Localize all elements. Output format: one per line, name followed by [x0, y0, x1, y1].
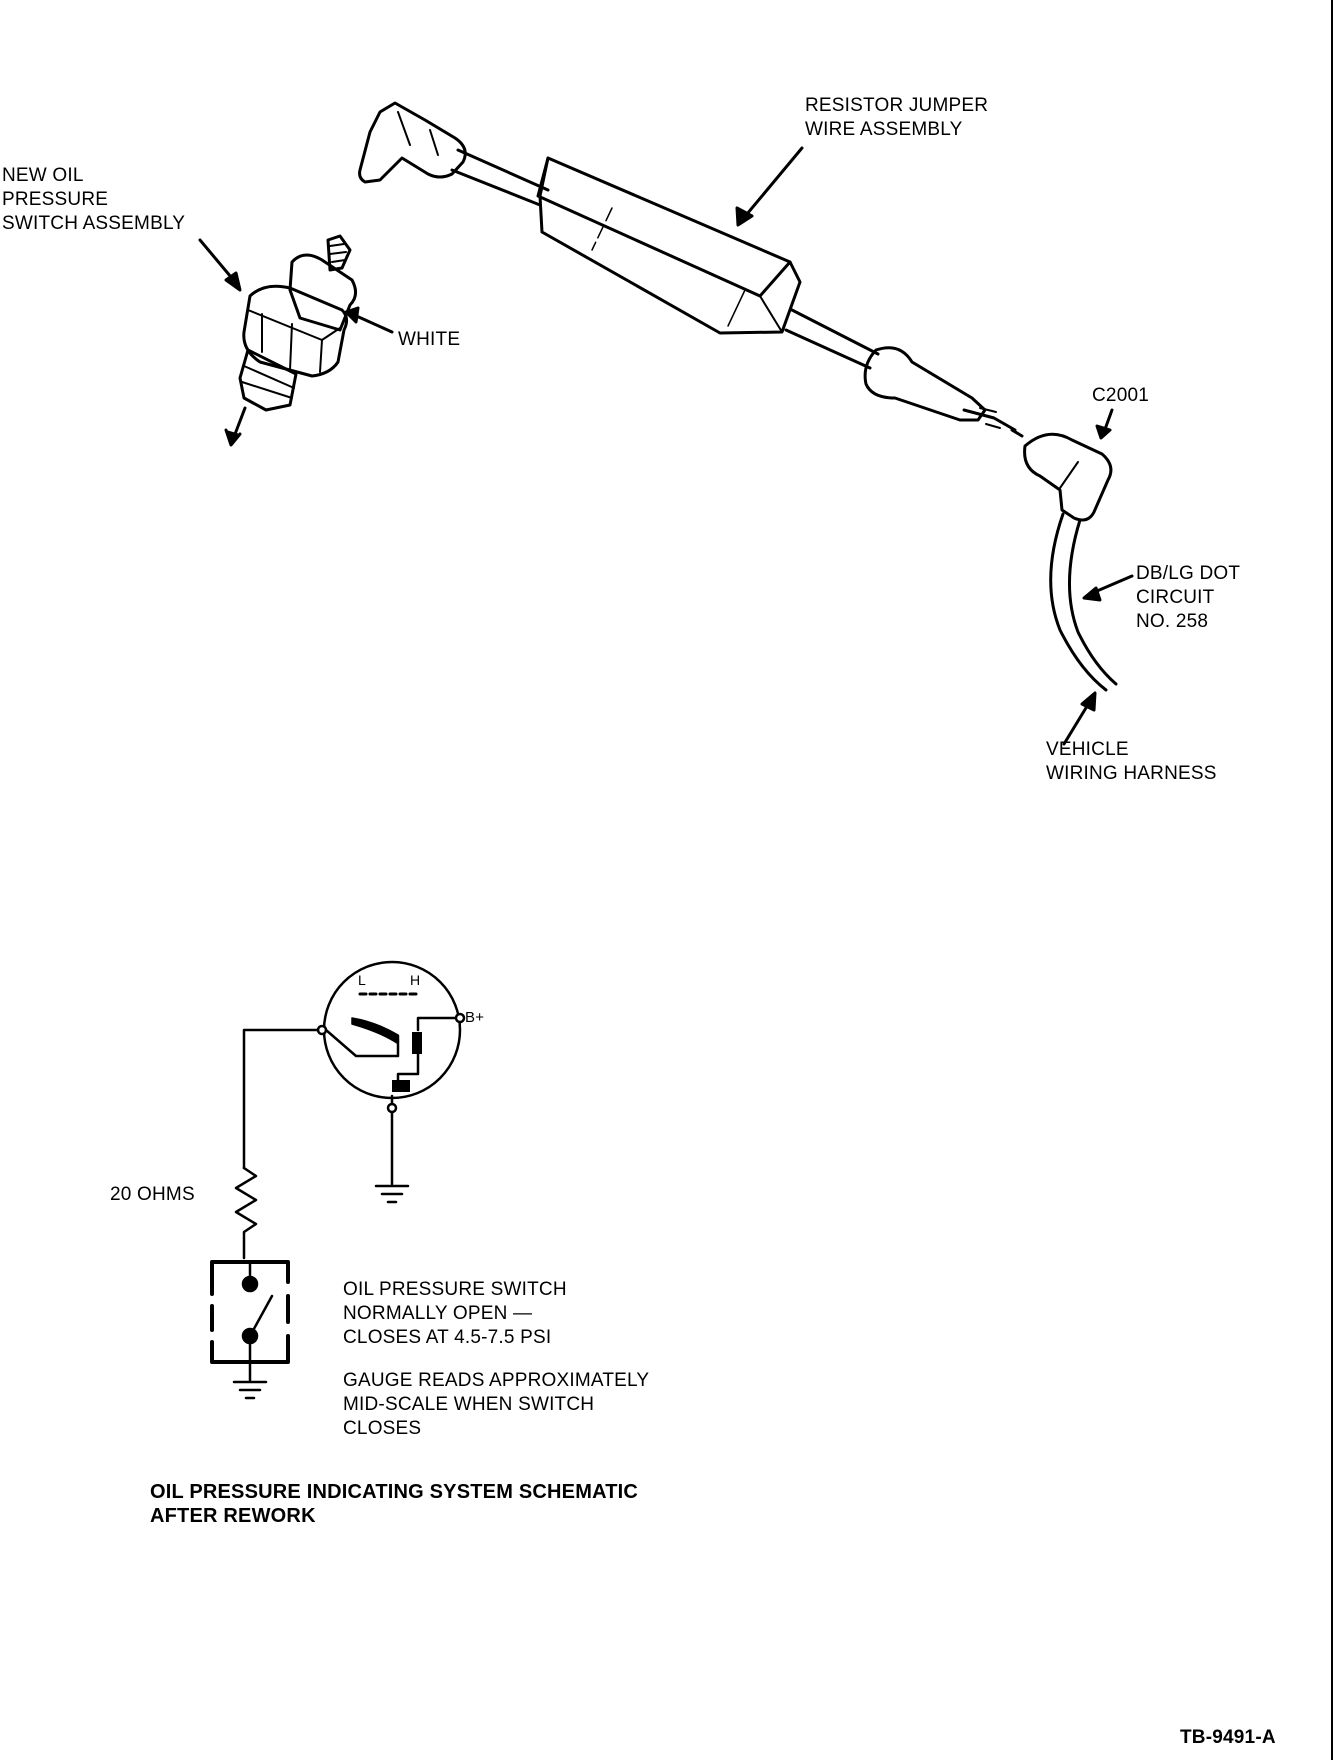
label-line: AFTER REWORK [150, 1505, 316, 1527]
resistor-icon [234, 1166, 258, 1260]
label-harness: VEHICLE WIRING HARNESS [1046, 738, 1217, 786]
label-white: WHITE [398, 328, 460, 352]
left-boot [358, 101, 467, 184]
gauge-icon [322, 960, 462, 1100]
gauge-needle [351, 1017, 399, 1044]
label-gauge-low: L [358, 972, 366, 988]
label-line: PRESSURE [2, 189, 109, 210]
label-line: L [358, 972, 366, 988]
label-line: CLOSES AT 4.5-7.5 PSI [343, 1327, 552, 1348]
harness-wire [1049, 512, 1108, 692]
label-line: NORMALLY OPEN — [343, 1303, 533, 1324]
label-gauge-note: GAUGE READS APPROXIMATELY MID-SCALE WHEN… [343, 1369, 649, 1441]
label-switch-note: OIL PRESSURE SWITCH NORMALLY OPEN — CLOS… [343, 1278, 567, 1350]
label-line: TB-9491-A [1180, 1727, 1276, 1748]
label-line: OIL PRESSURE SWITCH [343, 1279, 567, 1300]
label-line: VEHICLE [1046, 739, 1129, 760]
label-line: H [410, 972, 421, 988]
label-line: SWITCH ASSEMBLY [2, 213, 186, 234]
label-line: CLOSES [343, 1418, 422, 1439]
jumper-wire-right [790, 308, 880, 356]
c2001-connector [1023, 432, 1113, 522]
label-line: MID-SCALE WHEN SWITCH [343, 1394, 595, 1415]
figure-id: TB-9491-A [1180, 1726, 1276, 1750]
label-circuit: DB/LG DOT CIRCUIT NO. 258 [1136, 562, 1240, 634]
label-line: NO. 258 [1136, 611, 1209, 632]
gauge-ground-icon [374, 1184, 410, 1204]
label-line: GAUGE READS APPROXIMATELY [343, 1370, 650, 1391]
label-new-oil-switch: NEW OIL PRESSURE SWITCH ASSEMBLY [2, 164, 185, 236]
label-line: DB/LG DOT [1136, 563, 1241, 584]
schematic [210, 960, 466, 1400]
label-line: C2001 [1092, 385, 1149, 406]
resistor-jumper-assembly [358, 101, 1118, 692]
schematic-title: OIL PRESSURE INDICATING SYSTEM SCHEMATIC… [150, 1480, 638, 1528]
label-resistor-jumper: RESISTOR JUMPER WIRE ASSEMBLY [805, 94, 988, 142]
label-line: WHITE [398, 329, 461, 350]
label-gauge-high: H [410, 972, 420, 988]
right-boot [863, 346, 987, 422]
label-line: NEW OIL [2, 165, 84, 186]
label-line: 20 OHMS [110, 1184, 195, 1205]
label-battery: B+ [465, 1010, 484, 1026]
resistor-body [538, 156, 802, 335]
page-right-border [1331, 0, 1333, 1760]
label-resistance: 20 OHMS [110, 1183, 195, 1207]
jumper-wire-left [456, 148, 550, 192]
label-line: RESISTOR JUMPER [805, 95, 989, 116]
label-line: WIRING HARNESS [1046, 763, 1217, 784]
label-line: CIRCUIT [1136, 587, 1215, 608]
label-c2001: C2001 [1092, 384, 1149, 408]
switch-ground-icon [232, 1380, 268, 1400]
oil-pressure-switch [224, 234, 357, 447]
switch-contact [248, 1294, 274, 1338]
label-line: OIL PRESSURE INDICATING SYSTEM SCHEMATIC [150, 1481, 639, 1503]
leader-arrows [198, 146, 1134, 746]
label-line: WIRE ASSEMBLY [805, 119, 963, 140]
label-line: B+ [465, 1009, 485, 1026]
